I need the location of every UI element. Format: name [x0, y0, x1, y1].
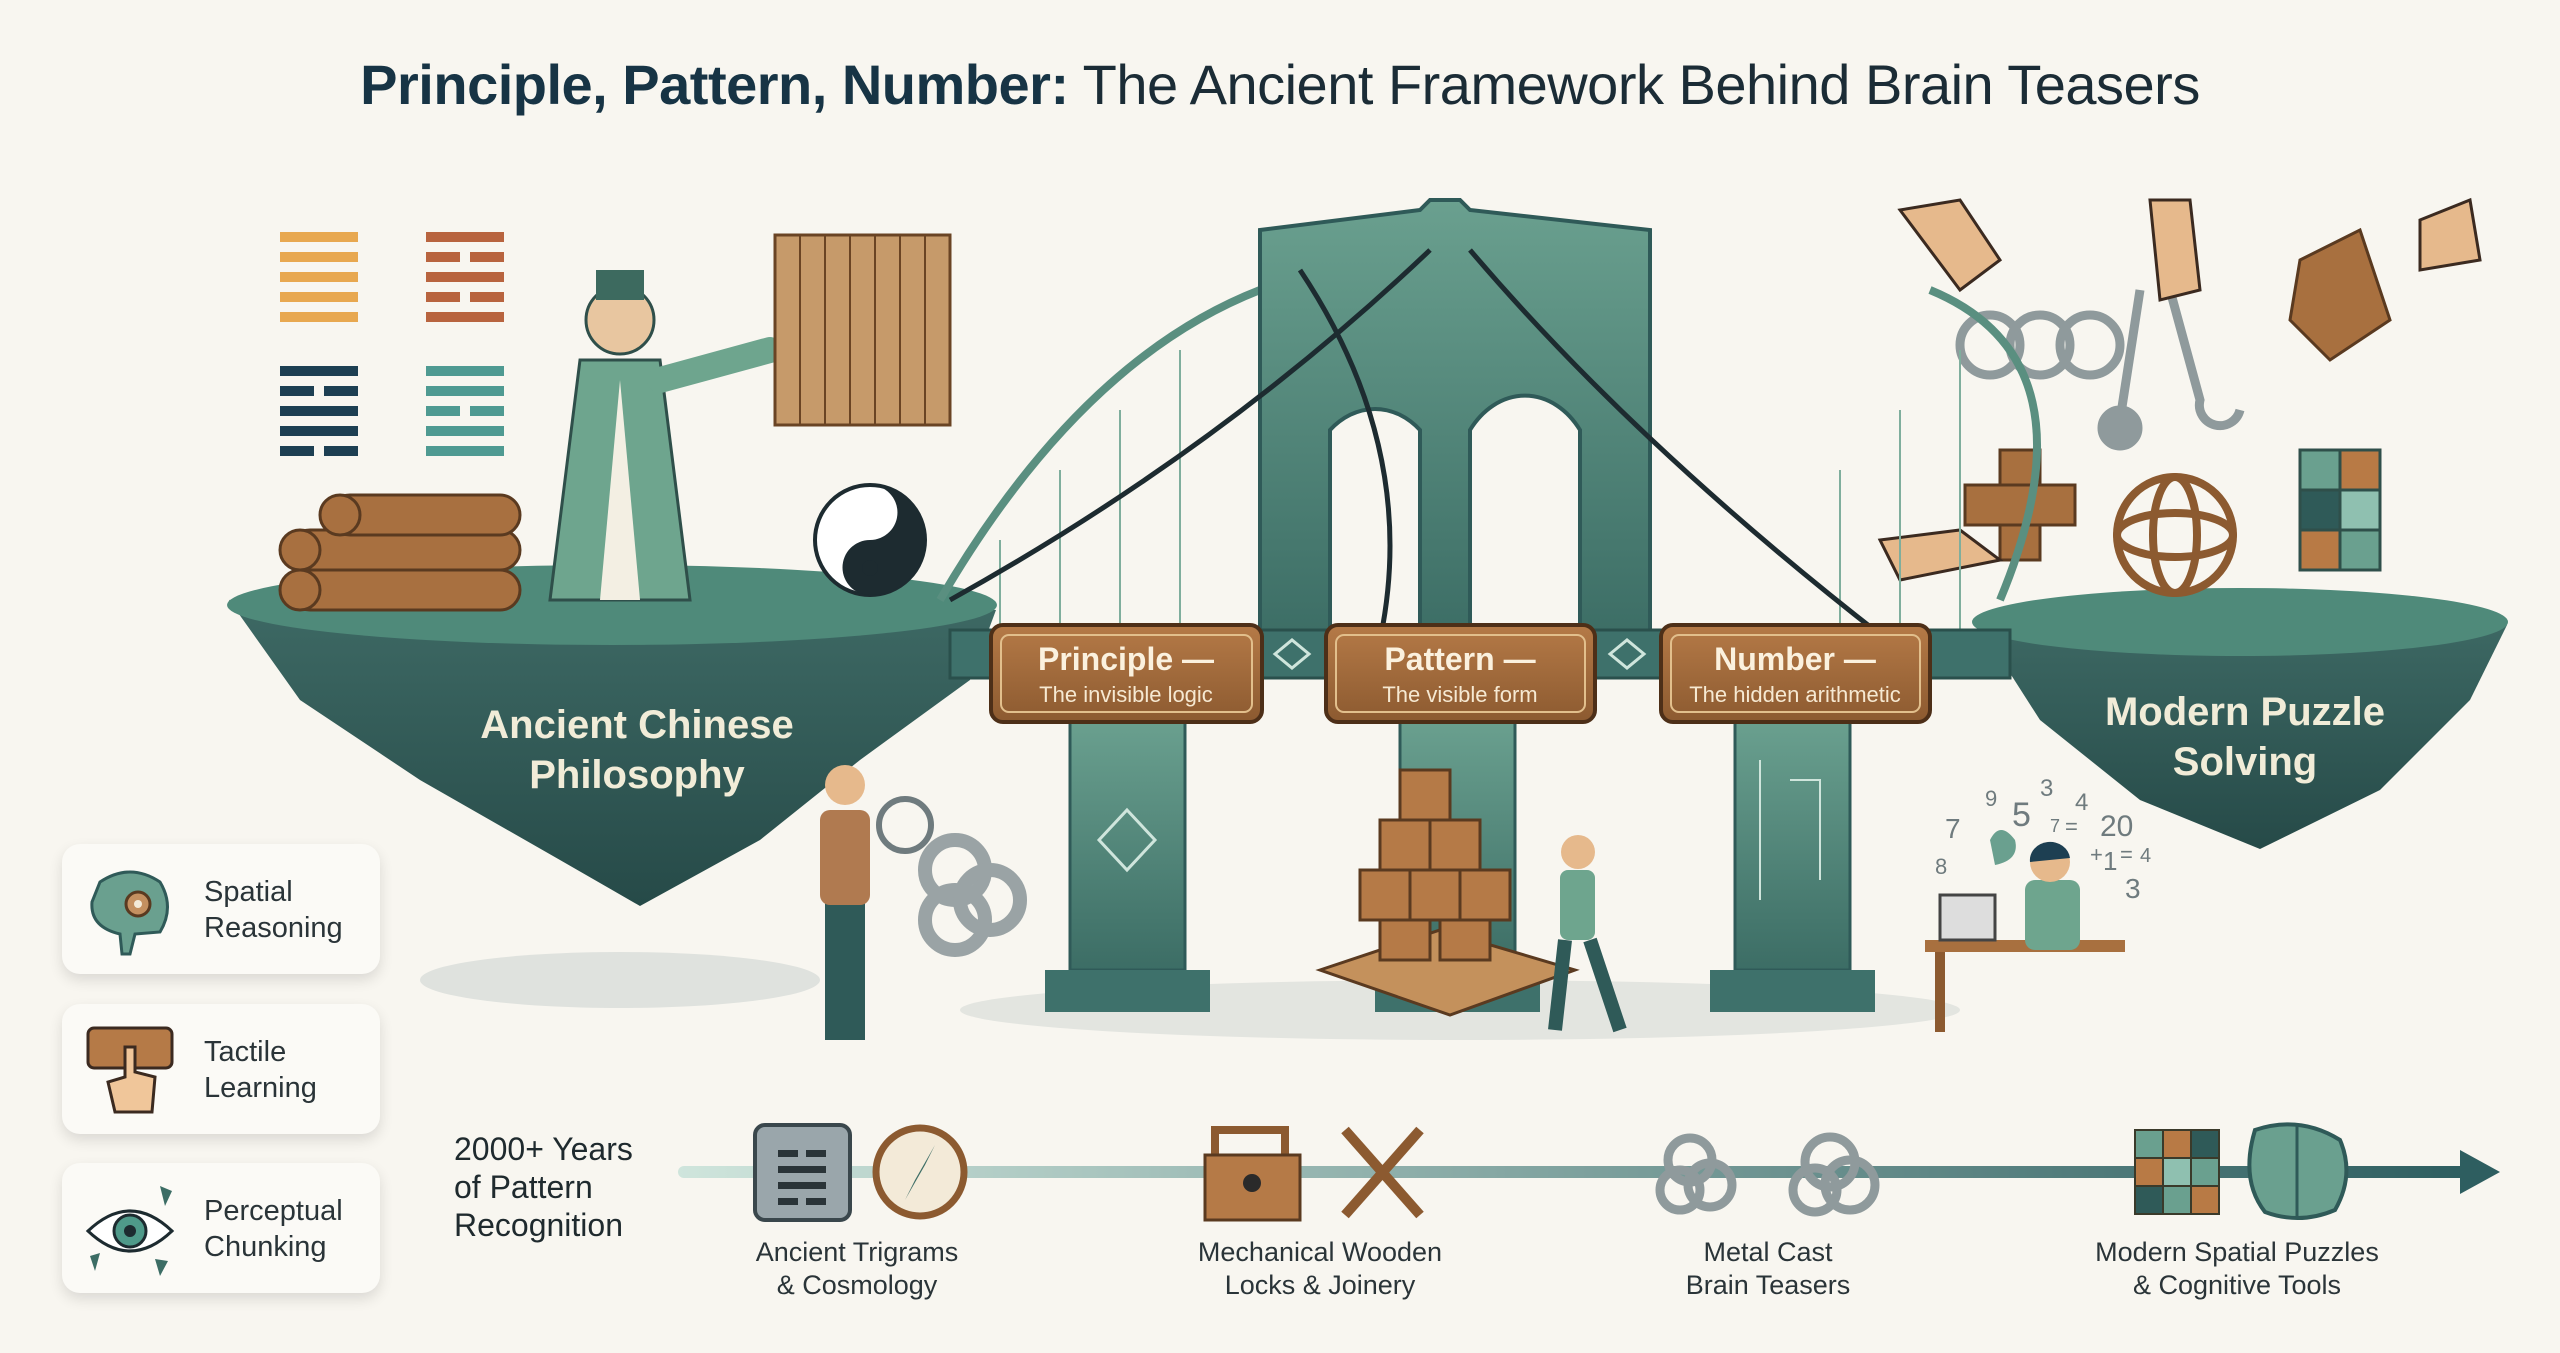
number: 8 [1935, 854, 1947, 879]
plaque-number: Number — The hidden arithmetic [1659, 623, 1932, 724]
label-line1: Modern Spatial Puzzles [2095, 1237, 2379, 1267]
eye-fragments-icon [85, 1186, 175, 1276]
suspension-bridge [936, 198, 2042, 680]
card-label-line2: Chunking [204, 1231, 327, 1263]
plaque-subtitle: The hidden arithmetic [1689, 682, 1901, 707]
metal-knot-icon [1655, 1133, 1737, 1215]
label-line2: Locks & Joinery [1224, 1270, 1416, 1300]
wooden-lock-icon [1203, 1126, 1302, 1222]
card-label-line1: Tactile [204, 1036, 287, 1068]
brain-gear-icon [90, 870, 169, 956]
timeline-heading-line: Recognition [454, 1207, 623, 1243]
number: 20 [2100, 810, 2133, 843]
person-pushing-block [1548, 835, 1627, 1033]
ground-shadow [420, 952, 820, 1008]
puzzle-cube-icon [2134, 1129, 2220, 1215]
label-line2: & Cosmology [776, 1270, 938, 1300]
label-line2: Brain Teasers [1685, 1270, 1851, 1300]
timeline-heading-line: 2000+ Years [454, 1131, 633, 1167]
trigram-icon-teal [426, 366, 504, 456]
yin-yang-icon [813, 483, 927, 597]
plaque-subtitle: The invisible logic [1039, 682, 1213, 707]
title-regular: The Ancient Framework Behind Brain Tease… [1068, 53, 2201, 116]
brain-icon [2247, 1122, 2349, 1221]
right-floating-island: Modern Puzzle Solving [1972, 588, 2508, 849]
timeline-heading-line: of Pattern [454, 1169, 593, 1205]
number: 7 [1945, 813, 1961, 844]
card-label-line2: Learning [204, 1072, 317, 1104]
plaque-title: Number — [1714, 641, 1876, 677]
gyroscope-sphere-icon [2113, 473, 2237, 597]
wooden-block-tower [1315, 768, 1580, 1017]
compass-icon [872, 1124, 968, 1220]
bridge-pillar [1045, 718, 1210, 1012]
card-label-line2: Reasoning [204, 912, 343, 944]
label-line1: Mechanical Wooden [1197, 1237, 1443, 1267]
metal-rings-puzzle-icon [1955, 288, 2245, 451]
number: 1 [2103, 846, 2117, 876]
hammer-icon [1341, 1126, 1424, 1219]
number: 4 [2075, 789, 2088, 816]
number: 3 [2040, 775, 2053, 802]
hands-illustration [1877, 197, 2482, 582]
bridge-pillar [1710, 718, 1875, 1012]
timeline-bar [678, 1166, 2468, 1178]
scholar-figure [548, 270, 783, 602]
number: 4 [2140, 845, 2151, 867]
right-island-label-line1: Modern Puzzle [2105, 690, 2385, 734]
metal-knot-icon [1788, 1132, 1880, 1217]
trigram-icon-rust [426, 232, 504, 322]
scroll-bundle-icon [278, 493, 522, 612]
left-floating-island: Ancient Chinese Philosophy [227, 233, 997, 906]
number: = [2065, 814, 2078, 839]
trigram-icon-navy [280, 366, 358, 456]
finger-touch-icon [86, 1026, 174, 1114]
person-at-desk [1925, 830, 2125, 1032]
puzzle-cube-icon [2298, 448, 2382, 572]
bamboo-slips-icon [773, 233, 952, 427]
card-label-line1: Perceptual [204, 1195, 343, 1227]
timeline [678, 1122, 2500, 1222]
number: = [2120, 842, 2133, 867]
card-label-line1: Spatial [204, 876, 293, 908]
number: + [2090, 842, 2103, 867]
plaque-subtitle: The visible form [1382, 682, 1537, 707]
number: 7 [2050, 816, 2060, 836]
page-title: Principle, Pattern, Number: The Ancient … [0, 52, 2560, 117]
number: 5 [2012, 796, 2031, 834]
trigram-tablet-icon [753, 1123, 852, 1222]
right-island-label-line2: Solving [2173, 740, 2317, 784]
number: 9 [1985, 786, 1997, 811]
label-line1: Metal Cast [1703, 1237, 1833, 1267]
wooden-burr-puzzle-icon [1963, 227, 2392, 562]
title-bold: Principle, Pattern, Number: [360, 53, 1069, 116]
label-line1: Ancient Trigrams [755, 1237, 959, 1267]
left-island-label-line2: Philosophy [529, 753, 745, 797]
plaque-title: Pattern — [1384, 641, 1535, 677]
number: 3 [2125, 873, 2141, 904]
label-line2: & Cognitive Tools [2132, 1270, 2342, 1300]
floating-numbers: 9 3 5 4 7 = 20 7 + 1 = 4 8 3 [1935, 775, 2151, 904]
timeline-arrowhead-icon [2460, 1150, 2500, 1194]
left-island-label-line1: Ancient Chinese [480, 703, 793, 747]
plaque-principle: Principle — The invisible logic [989, 623, 1264, 724]
plaque-pattern: Pattern — The visible form [1324, 623, 1597, 724]
timeline-heading: 2000+ Years of Pattern Recognition [454, 1130, 633, 1244]
timeline-item-label: Modern Spatial Puzzles& Cognitive Tools [2067, 1236, 2407, 1302]
trigram-icon-orange [280, 232, 358, 322]
timeline-item-label: Ancient Trigrams& Cosmology [687, 1236, 1027, 1302]
plaque-title: Principle — [1038, 641, 1214, 677]
person-with-magnifier [820, 765, 1027, 1040]
